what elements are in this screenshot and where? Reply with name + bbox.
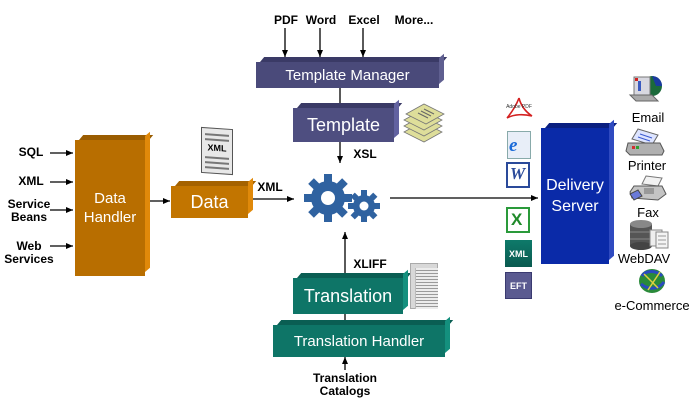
xliff-connector-label: XLIFF xyxy=(353,257,387,271)
template-box[interactable]: Template xyxy=(293,99,403,142)
input-sql-label: SQL xyxy=(18,145,44,159)
translation-handler-label: Translation Handler xyxy=(293,332,425,350)
word-icon: W xyxy=(506,162,530,188)
template-papers-icon xyxy=(403,103,445,143)
printer-icon xyxy=(625,128,665,156)
translation-catalogs-label: Translation Catalogs xyxy=(312,371,377,398)
template-manager-box[interactable]: Template Manager xyxy=(256,53,448,88)
xml-format-icon: XML xyxy=(505,240,532,267)
template-input-word: Word xyxy=(305,13,337,27)
output-fax-label: Fax xyxy=(637,205,659,220)
html-ie-icon: e xyxy=(507,131,531,159)
xsl-connector-label: XSL xyxy=(353,147,377,161)
processing-engine-gears-icon xyxy=(304,174,380,222)
translation-label: Translation xyxy=(303,285,393,306)
adobe-pdf-text: Adobe PDF xyxy=(506,104,532,110)
input-service-beans-label: Service Beans xyxy=(7,197,51,224)
output-email-label: Email xyxy=(631,110,665,125)
data-handler-box[interactable]: Data Handler xyxy=(75,131,154,276)
eft-format-icon: EFT xyxy=(505,272,532,299)
data-box[interactable]: Data xyxy=(171,177,257,218)
template-input-excel: Excel xyxy=(348,13,380,27)
input-xml-label: XML xyxy=(18,174,44,188)
delivery-server-box[interactable]: Delivery Server xyxy=(541,119,618,264)
output-ecommerce-label: e-Commerce xyxy=(614,298,690,313)
translation-pages-icon xyxy=(410,263,438,309)
data-handler-label: Data Handler xyxy=(83,190,137,226)
output-printer-label: Printer xyxy=(627,158,667,173)
ecommerce-globe-icon xyxy=(639,269,666,293)
ie-e-glyph: e xyxy=(509,135,518,156)
fax-icon xyxy=(629,175,667,201)
xml-document-icon: XML xyxy=(201,126,233,176)
word-w-glyph: W xyxy=(510,164,526,183)
webdav-icon xyxy=(630,220,669,250)
delivery-server-label: Delivery Server xyxy=(546,177,604,215)
translation-box[interactable]: Translation xyxy=(293,269,412,314)
input-web-services-label: Web Services xyxy=(4,239,54,266)
output-webdav-label: WebDAV xyxy=(617,251,671,266)
template-input-pdf: PDF xyxy=(274,13,298,27)
template-label: Template xyxy=(306,114,381,135)
email-icon xyxy=(628,76,662,102)
xml-document-label: XML xyxy=(207,142,227,154)
data-label: Data xyxy=(190,191,229,212)
template-manager-label: Template Manager xyxy=(285,66,410,84)
adobe-pdf-icon: Adobe PDF xyxy=(506,97,533,119)
translation-handler-box[interactable]: Translation Handler xyxy=(273,316,454,357)
excel-icon: X xyxy=(506,207,530,233)
excel-x-glyph: X xyxy=(511,210,523,229)
xml-connector-label: XML xyxy=(257,180,283,194)
template-input-more: More... xyxy=(394,13,434,27)
